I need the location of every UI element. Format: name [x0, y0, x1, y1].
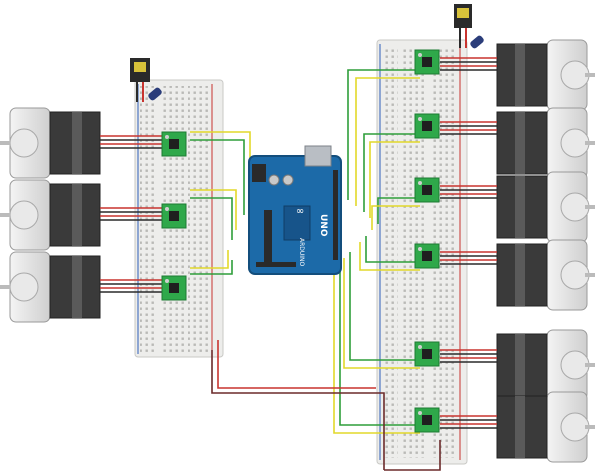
right-driver-2 [414, 113, 440, 139]
usb-port-icon [304, 145, 332, 167]
signal-wires [190, 69, 441, 471]
right-power-jack [454, 4, 484, 49]
right-driver-5 [414, 341, 440, 367]
arduino-logo: ∞ [296, 206, 304, 217]
right-stepper-motor-4 [496, 239, 595, 311]
power-jack-icon [130, 58, 150, 82]
right-motors [440, 39, 595, 463]
left-stepper-motor-1 [0, 107, 101, 179]
capacitor-icon [148, 87, 162, 101]
arduino-model: UNO [318, 214, 328, 237]
left-driver-1 [161, 131, 187, 157]
left-driver-3 [161, 275, 187, 301]
right-stepper-motor-5 [496, 329, 595, 401]
left-motors [0, 107, 162, 323]
right-stepper-motor-6 [496, 391, 595, 463]
right-driver-1 [414, 49, 440, 75]
right-driver-6 [414, 407, 440, 433]
capacitor-icon [470, 35, 484, 49]
left-driver-2 [161, 203, 187, 229]
left-stepper-motor-2 [0, 179, 101, 251]
arduino-brand: ARDUINO [298, 238, 305, 267]
right-driver-3 [414, 177, 440, 203]
right-stepper-motor-2 [496, 107, 595, 179]
driver-group [161, 49, 440, 433]
arduino-board: ∞ UNO ARDUINO [248, 145, 342, 275]
right-stepper-motor-3 [496, 171, 595, 243]
power-jack-icon [454, 4, 472, 28]
right-stepper-motor-1 [496, 39, 595, 111]
left-power-jack [130, 58, 162, 102]
right-driver-4 [414, 243, 440, 269]
left-stepper-motor-3 [0, 251, 101, 323]
